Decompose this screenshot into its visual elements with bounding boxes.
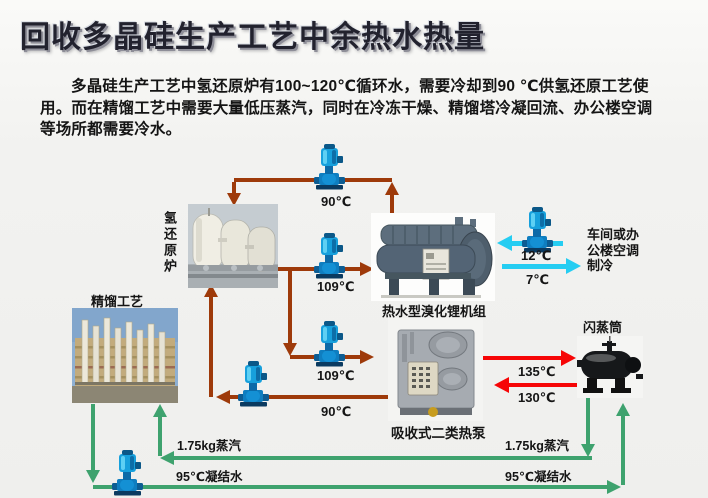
libr-chiller-image — [371, 213, 495, 301]
pump-icon — [312, 144, 346, 190]
pump-icon — [520, 207, 554, 253]
libr-chiller-label: 热水型溴化锂机组 — [382, 304, 487, 319]
temp-label-130: 130℃ — [518, 390, 556, 405]
libr-chiller-photo — [371, 213, 495, 306]
pump-icon — [110, 450, 144, 496]
distillation-plant-image — [72, 308, 178, 403]
arrow-up-from-libr-icon — [385, 182, 399, 195]
cooling-use-line1: 车间或办 — [587, 227, 640, 242]
cooling-use-line2: 公楼空调 — [587, 242, 640, 258]
pipe-135-to-flash — [482, 356, 561, 360]
pump-icon — [312, 233, 346, 279]
heat-pump-photo — [388, 318, 483, 426]
pipe-heat-pump-return — [230, 395, 388, 399]
pipe-chilled-supply — [502, 264, 566, 269]
temp-label-109-outlet: 109℃ — [317, 279, 355, 294]
arrow-right-to-flash-icon — [561, 350, 576, 366]
arrow-left-chilled-return-icon — [497, 235, 512, 251]
condensate-label-right: 95℃凝结水 — [505, 470, 572, 484]
pump-icon — [236, 361, 270, 407]
pipe-top-return — [234, 178, 392, 182]
flash-drum-photo — [577, 336, 643, 403]
pipe-branch-down — [288, 269, 292, 343]
arrow-down-into-furnace-icon — [227, 193, 241, 206]
steam-label-left: 1.75kg蒸汽 — [177, 439, 241, 453]
arrow-down-branch-icon — [283, 343, 297, 356]
temp-label-7: 7℃ — [526, 272, 549, 287]
pipe-condensate-riser-left — [91, 404, 95, 470]
furnace-label: 氢还原炉 — [162, 211, 177, 275]
arrow-left-steam-icon — [160, 451, 174, 465]
arrow-right-condensate-icon — [607, 480, 621, 494]
arrow-down-steam-from-flash-icon — [581, 444, 595, 457]
pipe-condensate-line — [93, 485, 607, 489]
arrow-left-return-icon — [216, 390, 230, 404]
pump-icon — [312, 321, 346, 367]
temp-label-135: 135℃ — [518, 364, 556, 379]
flash-drum-image — [577, 336, 643, 398]
page-title: 回收多晶硅生产工艺中余热水热量 — [20, 21, 485, 54]
pipe-return-riser — [209, 296, 213, 397]
temp-label-109-heatpump: 109℃ — [317, 368, 355, 383]
temp-label-12: 12℃ — [521, 248, 552, 263]
temp-label-90-top: 90℃ — [321, 194, 352, 209]
distillation-photo — [72, 308, 178, 408]
furnace-photo — [188, 204, 278, 293]
arrow-down-condensate-from-distill-icon — [86, 470, 100, 483]
condensate-label-left: 95℃凝结水 — [176, 470, 243, 484]
pipe-condensate-riser-right — [621, 416, 625, 485]
steam-label-right: 1.75kg蒸汽 — [505, 439, 569, 453]
pipe-steam-riser-right — [586, 398, 590, 444]
pipe-from-libr-up — [390, 195, 394, 214]
temp-label-90-return: 90℃ — [321, 404, 352, 419]
arrow-up-steam-to-distill-icon — [153, 404, 167, 417]
heat-pump-label: 吸收式二类热泵 — [391, 426, 486, 441]
cooling-use-line3: 制冷 — [587, 258, 614, 273]
hydrogen-furnace-image — [188, 204, 278, 288]
pipe-into-furnace-top — [232, 182, 236, 194]
pipe-steam-line — [172, 456, 592, 460]
pipe-steam-riser-left — [158, 417, 162, 456]
flash-drum-label: 闪蒸筒 — [583, 320, 623, 335]
arrow-right-to-heat-pump-icon — [360, 350, 374, 364]
arrow-right-to-libr-icon — [360, 262, 374, 276]
arrow-left-from-flash-icon — [494, 377, 509, 393]
arrow-up-condensate-to-flash-icon — [616, 403, 630, 416]
pipe-130-return — [509, 383, 578, 387]
distillation-label: 精馏工艺 — [91, 294, 144, 309]
heat-pump-image — [388, 318, 483, 421]
cooling-use-text: 车间或办 公楼空调 制冷 — [587, 227, 639, 274]
arrow-right-chilled-supply-icon — [566, 258, 581, 274]
intro-paragraph: 多晶硅生产工艺中氢还原炉有100~120℃循环水，需要冷却到90 ℃供氢还原工艺… — [40, 78, 653, 138]
